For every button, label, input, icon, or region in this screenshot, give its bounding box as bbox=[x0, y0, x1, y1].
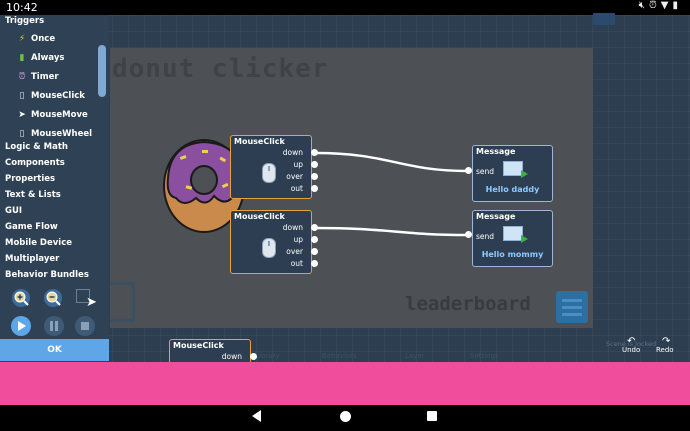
port-send-connector[interactable] bbox=[465, 231, 472, 238]
category-properties[interactable]: Properties bbox=[5, 174, 56, 184]
keyboard-placeholder-area bbox=[0, 362, 690, 405]
mouse-wheel-icon: ▯ bbox=[19, 129, 25, 139]
mouse-icon: ▯ bbox=[19, 91, 25, 101]
port-over: over bbox=[286, 247, 303, 256]
port-up: up bbox=[293, 235, 303, 244]
cursor-icon: ➤ bbox=[18, 110, 26, 120]
status-time: 10:42 bbox=[6, 1, 38, 14]
category-multiplayer[interactable]: Multiplayer bbox=[5, 254, 60, 264]
trigger-timer[interactable]: ⏰︎Timer bbox=[18, 72, 59, 82]
pointer-cursor-icon: ➤ bbox=[86, 295, 97, 310]
scene-locked-label: Scene is locked bbox=[606, 340, 657, 348]
port-out: out bbox=[290, 259, 303, 268]
category-components[interactable]: Components bbox=[5, 158, 65, 168]
back-icon[interactable] bbox=[252, 410, 261, 422]
status-icons: 🔇︎⏰︎▼▮ bbox=[639, 0, 682, 11]
port-send: send bbox=[476, 232, 495, 241]
envelope-icon bbox=[503, 161, 528, 178]
redo-icon[interactable]: ↷ bbox=[662, 336, 671, 347]
mouseclick-node-1[interactable]: MouseClick down up over out bbox=[230, 135, 312, 199]
message-text: Hello daddy bbox=[485, 185, 540, 194]
wire-click1-to-message1 bbox=[314, 151, 469, 173]
node-title: MouseClick bbox=[234, 212, 285, 221]
trigger-always[interactable]: ▮Always bbox=[17, 53, 65, 63]
category-gui[interactable]: GUI bbox=[5, 206, 23, 216]
recents-icon[interactable] bbox=[427, 411, 437, 421]
workspace-marker bbox=[593, 13, 615, 25]
trigger-once[interactable]: ⚡︎Once bbox=[18, 34, 56, 44]
port-over-connector[interactable] bbox=[311, 248, 318, 255]
game-title-text: donut clicker bbox=[112, 54, 329, 84]
node-title: Message bbox=[476, 212, 516, 221]
port-down-connector[interactable] bbox=[311, 149, 318, 156]
port-send-connector[interactable] bbox=[465, 167, 472, 174]
message-node-2[interactable]: Message send Hello mommy bbox=[472, 210, 553, 267]
pause-icon[interactable] bbox=[44, 316, 64, 336]
category-behavior-bundles[interactable]: Behavior Bundles bbox=[5, 270, 89, 280]
category-logic-math[interactable]: Logic & Math bbox=[5, 142, 68, 152]
battery-icon: ▮ bbox=[19, 53, 25, 63]
battery-icon: ▮ bbox=[672, 0, 682, 11]
port-up-connector[interactable] bbox=[311, 236, 318, 243]
ok-button[interactable]: OK bbox=[0, 339, 109, 361]
block-palette-sidebar: Triggers ⚡︎Once ▮Always ⏰︎Timer ▯MouseCl… bbox=[0, 15, 109, 362]
redo-button[interactable]: Redo bbox=[656, 346, 674, 354]
category-game-flow[interactable]: Game Flow bbox=[5, 222, 58, 232]
zoom-out-icon[interactable] bbox=[44, 289, 62, 307]
lightning-icon: ⚡︎ bbox=[18, 34, 26, 44]
message-text: Hello mommy bbox=[481, 250, 544, 259]
undo-icon[interactable]: ↶ bbox=[627, 336, 636, 347]
node-title: MouseClick bbox=[173, 341, 224, 350]
alarm-clock-icon: ⏰︎ bbox=[18, 72, 26, 82]
home-icon[interactable] bbox=[340, 411, 351, 422]
fit-view-icon[interactable] bbox=[76, 289, 90, 303]
donut-sprite bbox=[163, 139, 245, 233]
port-over-connector[interactable] bbox=[311, 173, 318, 180]
trigger-mousewheel[interactable]: ▯MouseWheel bbox=[17, 129, 93, 139]
category-text-lists[interactable]: Text & Lists bbox=[5, 190, 61, 200]
port-down-connector[interactable] bbox=[311, 224, 318, 231]
node-title: Message bbox=[476, 147, 516, 156]
port-down: down bbox=[282, 148, 303, 157]
toolbar-label[interactable]: Layer bbox=[405, 352, 425, 360]
stop-icon[interactable] bbox=[75, 316, 95, 336]
play-icon[interactable] bbox=[11, 316, 31, 336]
port-down-connector[interactable] bbox=[250, 353, 257, 360]
mouseclick-node-2[interactable]: MouseClick down up over out bbox=[230, 210, 312, 274]
undo-button[interactable]: Undo bbox=[622, 346, 641, 354]
mute-icon: 🔇︎ bbox=[638, 0, 649, 11]
toolbar-label[interactable]: Behaviors bbox=[322, 352, 357, 360]
category-triggers[interactable]: Triggers bbox=[5, 16, 45, 26]
trigger-mousemove[interactable]: ➤MouseMove bbox=[18, 110, 88, 120]
menu-icon bbox=[556, 291, 588, 323]
port-send: send bbox=[476, 167, 495, 176]
mouse-icon bbox=[262, 238, 276, 258]
message-node-1[interactable]: Message send Hello daddy bbox=[472, 145, 553, 202]
toolbar-label[interactable]: Settings bbox=[470, 352, 499, 360]
port-up: up bbox=[293, 160, 303, 169]
node-title: MouseClick bbox=[234, 137, 285, 146]
status-bar: 10:42 🔇︎⏰︎▼▮ bbox=[0, 0, 690, 15]
leaderboard-label: leaderboard bbox=[405, 293, 531, 315]
mouse-icon bbox=[262, 163, 276, 183]
envelope-icon bbox=[503, 226, 528, 243]
port-out: out bbox=[290, 184, 303, 193]
toolbar-label[interactable]: Library bbox=[255, 352, 280, 360]
port-down: down bbox=[282, 223, 303, 232]
port-out-connector[interactable] bbox=[311, 260, 318, 267]
alarm-icon: ⏰︎ bbox=[648, 0, 661, 11]
wifi-icon: ▼ bbox=[660, 0, 673, 11]
port-down: down bbox=[221, 352, 242, 361]
zoom-in-icon[interactable] bbox=[12, 289, 30, 307]
stage-frame-fragment bbox=[110, 282, 135, 322]
trigger-mouseclick[interactable]: ▯MouseClick bbox=[17, 91, 85, 101]
sidebar-scrollbar[interactable] bbox=[98, 45, 106, 97]
port-over: over bbox=[286, 172, 303, 181]
port-out-connector[interactable] bbox=[311, 185, 318, 192]
wire-click2-to-message2 bbox=[314, 226, 469, 237]
category-mobile-device[interactable]: Mobile Device bbox=[5, 238, 73, 248]
port-up-connector[interactable] bbox=[311, 161, 318, 168]
